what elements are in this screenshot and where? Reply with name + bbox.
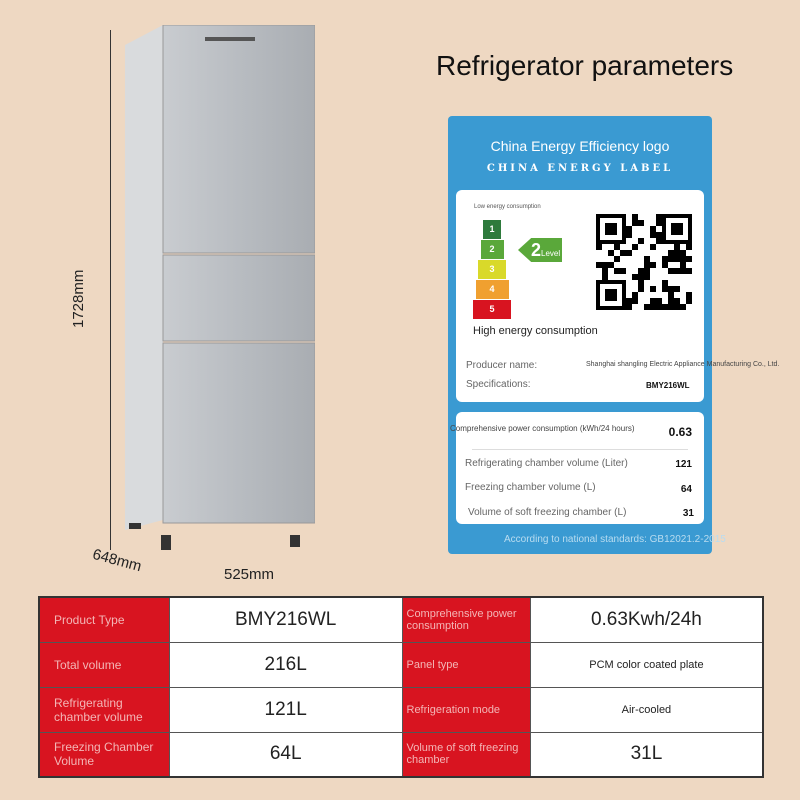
soft-freezing-volume-value: 31 (682, 508, 694, 519)
param-key: Refrigeration mode (401, 686, 531, 733)
spec-value: BMY216WL (646, 381, 690, 390)
power-label: Comprehensive power consumption (kWh/24 … (450, 424, 635, 433)
param-key: Comprehensive power consumption (401, 596, 531, 643)
energy-grade-5: 5 (473, 300, 511, 319)
refrigerating-volume-value: 121 (675, 459, 692, 470)
freezing-volume-value: 64 (680, 484, 692, 495)
param-value: PCM color coated plate (529, 641, 764, 688)
power-value: 0.63 (668, 425, 692, 439)
volume-card: Comprehensive power consumption (kWh/24 … (450, 412, 704, 524)
high-consumption-label: High energy consumption (473, 325, 598, 337)
param-value: 64L (168, 731, 403, 778)
page-title: Refrigerator parameters (436, 50, 734, 81)
param-key: Volume of soft freezing chamber (401, 731, 531, 778)
param-key: Product Type (38, 596, 170, 643)
level-indicator: 2Level (518, 238, 562, 262)
producer-value: Shanghai shangling Electric Appliance Ma… (586, 361, 780, 368)
param-value: 0.63Kwh/24h (529, 596, 764, 643)
param-value: 216L (168, 641, 403, 688)
param-key: Total volume (38, 641, 170, 688)
refrigerator-image (125, 25, 315, 550)
energy-grade-2: 2 (480, 240, 504, 259)
spec-label: Specifications: (466, 379, 531, 390)
width-dimension: 525mm (224, 566, 275, 583)
refrigerating-volume-label: Refrigerating chamber volume (Liter) (465, 458, 628, 469)
param-value: 121L (168, 686, 403, 733)
energy-label-subtitle: CHINA ENERGY LABEL (486, 163, 674, 174)
energy-grade-3: 3 (478, 260, 506, 279)
standard-note: According to national standards: GB12021… (504, 534, 726, 545)
param-key: Refrigerating chamber volume (38, 686, 170, 733)
depth-dimension: 648mm (90, 545, 144, 576)
param-key: Freezing Chamber Volume (38, 731, 170, 778)
low-consumption-label: Low energy consumption (474, 204, 541, 210)
param-value: 31L (529, 731, 764, 778)
height-dimension: 1728mm (70, 269, 87, 328)
energy-grade-4: 4 (475, 280, 509, 299)
freezing-volume-label: Freezing chamber volume (L) (465, 482, 596, 493)
producer-label: Producer name: (466, 360, 538, 371)
energy-grade-1: 1 (483, 220, 501, 239)
param-value: Air-cooled (529, 686, 764, 733)
param-key: Panel type (401, 641, 531, 688)
param-value: BMY216WL (168, 596, 403, 643)
soft-freezing-volume-label: Volume of soft freezing chamber (L) (468, 507, 627, 518)
qr-code (596, 214, 692, 310)
energy-logo-title: China Energy Efficiency logo (490, 138, 670, 154)
energy-label: China Energy Efficiency logo CHINA ENERG… (448, 116, 779, 554)
